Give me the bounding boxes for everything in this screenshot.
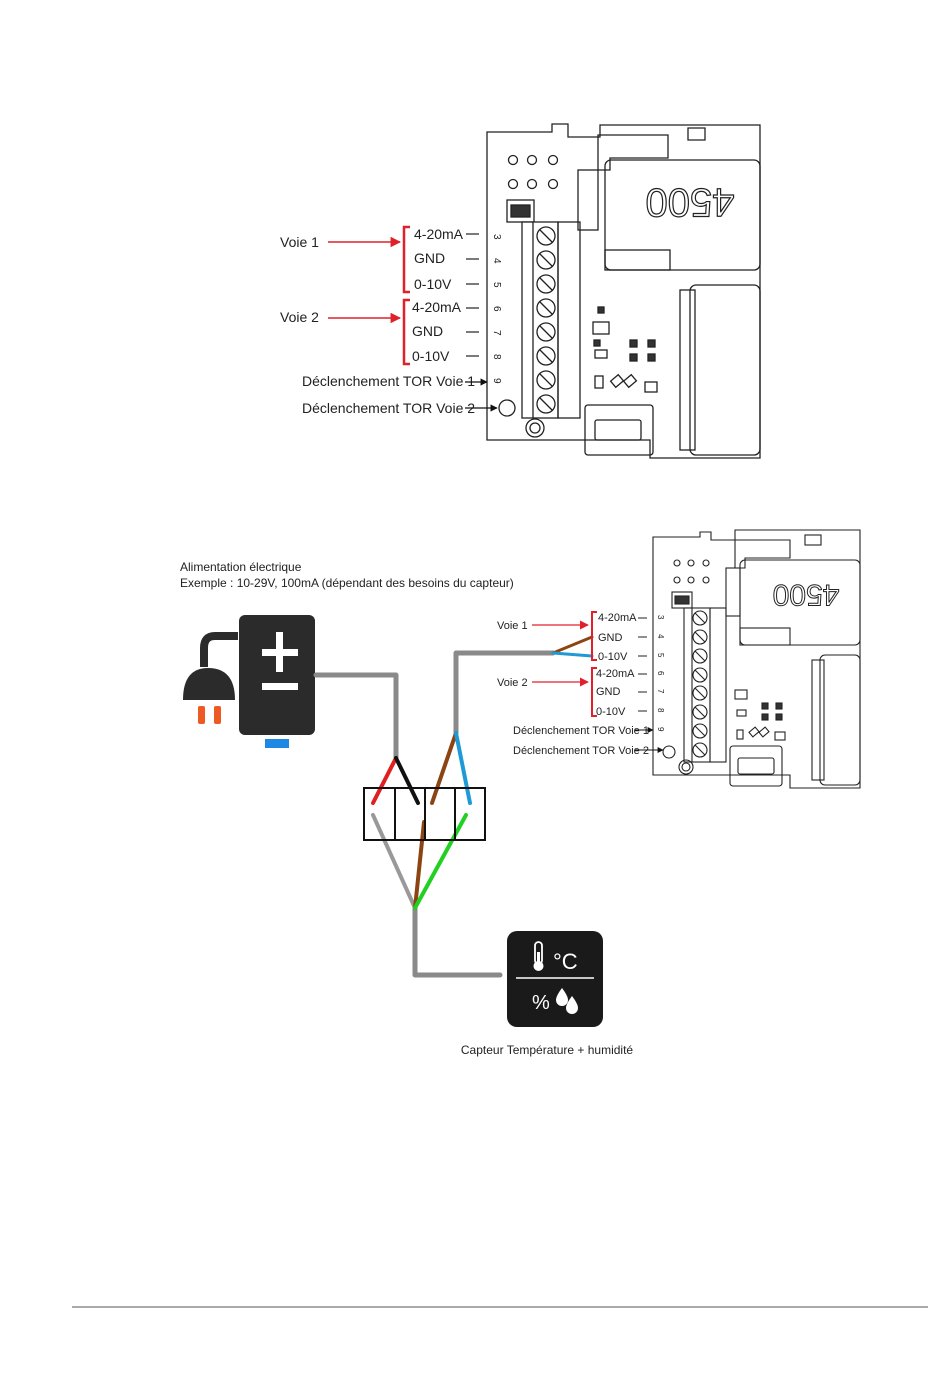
pin-label: GND <box>596 686 621 698</box>
power-supply-icon <box>239 615 315 748</box>
pin-number: 6 <box>656 671 665 676</box>
device-model-1: 4500 <box>646 180 735 224</box>
pin-number: 5 <box>491 282 502 288</box>
wire-blue-sig <box>551 651 594 658</box>
thermometer-icon <box>533 941 544 971</box>
pin-number: 6 <box>491 306 502 312</box>
diagram-1: 4500 Voie 1 Voie 2 4-20mA GND 0-10V 4-20… <box>280 123 761 459</box>
pin-number: 7 <box>656 689 665 694</box>
wire-green <box>413 813 468 910</box>
wire-brown-top <box>430 731 458 805</box>
pin-number: 3 <box>656 615 665 620</box>
pin-label: GND <box>598 632 623 644</box>
pin-number: 9 <box>656 727 665 732</box>
pin-number: 3 <box>491 234 502 240</box>
pin-numbers-1: 3 4 5 6 7 8 9 <box>491 234 502 384</box>
pin-numbers-2: 3 4 5 6 7 8 9 <box>656 615 665 732</box>
plug-icon <box>183 632 238 724</box>
pcb-board-1 <box>486 123 761 459</box>
terminal-screws-1 <box>536 226 556 414</box>
device-model-2: 4500 <box>773 578 840 611</box>
pin-label: GND <box>412 323 443 339</box>
tor2-label-2: Déclenchement TOR Voie 2 <box>513 745 649 757</box>
voie1-label-2: Voie 1 <box>497 620 528 632</box>
pin-label: 4-20mA <box>412 299 462 315</box>
tor1-label-1: Déclenchement TOR Voie 1 <box>302 373 475 389</box>
terminal-screws-2 <box>692 610 708 758</box>
wire-gray-bottom <box>371 813 417 910</box>
pin-label: 0-10V <box>414 276 452 292</box>
diagram-2: Alimentation électrique Exemple : 10-29V… <box>180 529 861 1057</box>
cable-device <box>453 650 556 736</box>
sensor-caption: Capteur Température + humidité <box>461 1043 634 1057</box>
pin-labels-1: 4-20mA GND 0-10V 4-20mA GND 0-10V <box>412 226 464 364</box>
wire-brown-gnd <box>551 635 594 655</box>
bracket-voie1 <box>402 225 410 294</box>
temp-unit: °C <box>553 949 578 974</box>
cable-sensor <box>412 905 503 978</box>
wire-red <box>371 756 398 805</box>
pin-labels-2: 4-20mA GND 0-10V 4-20mA GND 0-10V <box>596 612 637 718</box>
voie2-label-1: Voie 2 <box>280 309 319 325</box>
bracket-voie2 <box>402 298 410 366</box>
pin-label: 4-20mA <box>414 226 464 242</box>
humidity-symbol: % <box>532 992 550 1014</box>
wire-brown-bottom <box>413 820 426 910</box>
pin-label: 0-10V <box>412 348 450 364</box>
cable-power <box>313 672 399 761</box>
bracket-voie1-2 <box>591 611 597 661</box>
pin-number: 8 <box>656 708 665 713</box>
pcb-board-2 <box>652 529 861 789</box>
pin-label: 4-20mA <box>598 612 637 624</box>
pin-number: 4 <box>491 258 502 264</box>
tor2-label-1: Déclenchement TOR Voie 2 <box>302 400 475 416</box>
voie1-label-1: Voie 1 <box>280 234 319 250</box>
tor1-label-2: Déclenchement TOR Voie 1 <box>513 725 649 737</box>
pin-dashes-1 <box>466 233 479 357</box>
wiring <box>313 635 594 978</box>
power-example: Exemple : 10-29V, 100mA (dépendant des b… <box>180 576 514 590</box>
pin-dashes-2 <box>638 617 647 712</box>
pin-label: GND <box>414 250 445 266</box>
pin-number: 7 <box>491 330 502 336</box>
pin-label: 4-20mA <box>596 668 635 680</box>
droplets-icon <box>556 988 578 1014</box>
pin-number: 5 <box>656 653 665 658</box>
voie2-label-2: Voie 2 <box>497 677 528 689</box>
pin-number: 4 <box>656 634 665 639</box>
terminal-box <box>363 787 486 841</box>
wire-black <box>394 756 420 805</box>
power-title: Alimentation électrique <box>180 560 302 574</box>
pin-number: 9 <box>491 378 502 384</box>
bracket-voie2-2 <box>591 667 597 717</box>
sensor-icon: °C % <box>507 931 603 1027</box>
pin-label: 0-10V <box>598 651 628 663</box>
pin-number: 8 <box>491 354 502 360</box>
pin-label: 0-10V <box>596 706 626 718</box>
wire-blue-top <box>454 731 472 805</box>
